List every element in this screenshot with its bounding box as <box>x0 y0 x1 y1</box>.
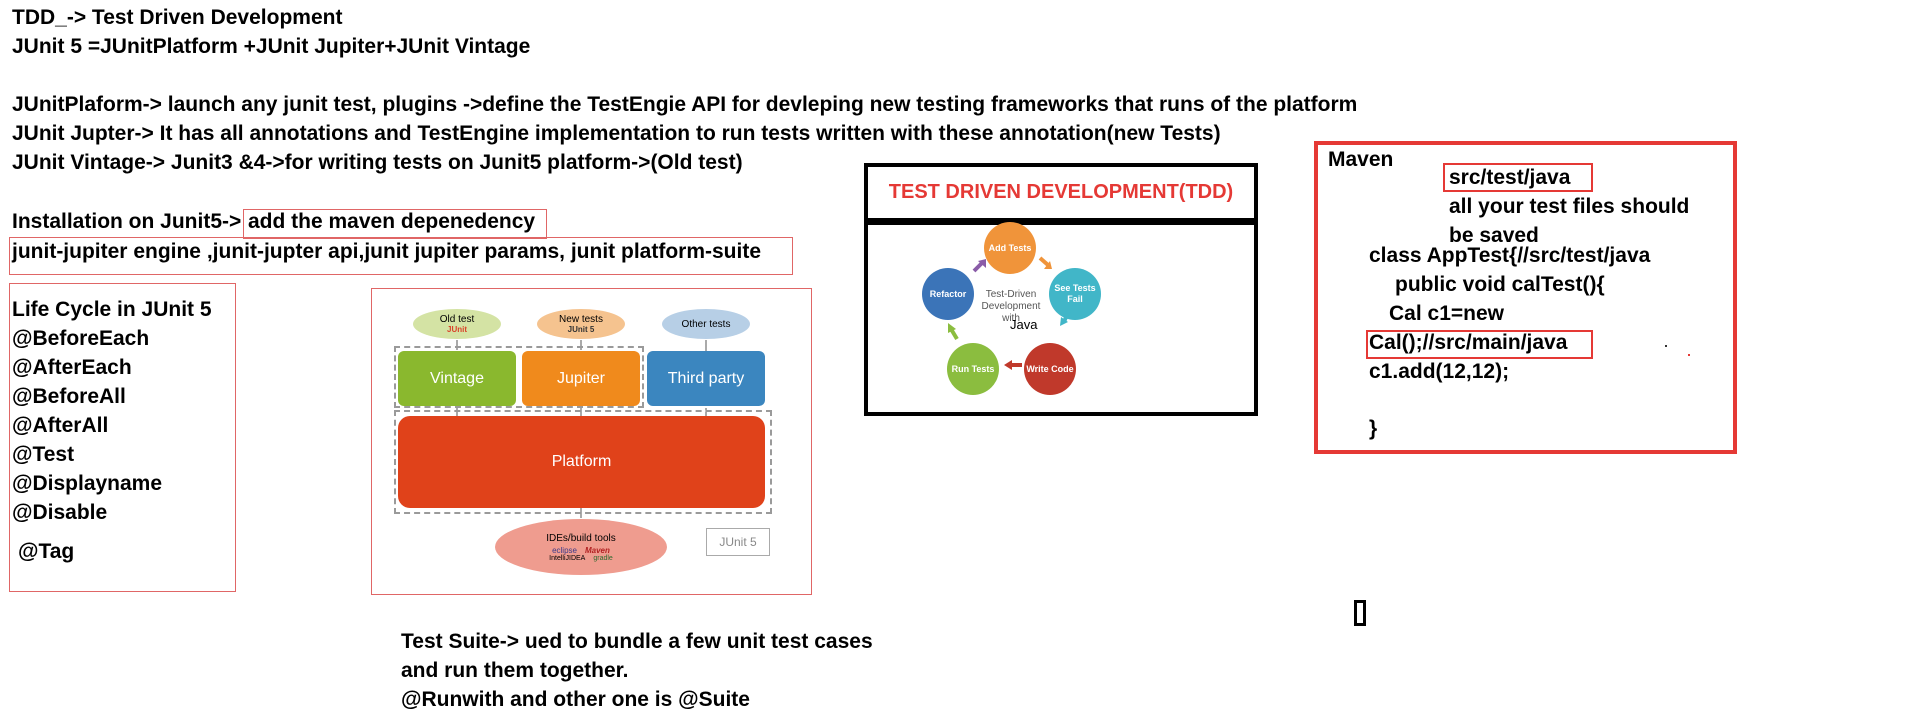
maven-box <box>1314 141 1737 454</box>
text-cursor-icon <box>1354 600 1366 626</box>
platform-block: Platform <box>398 416 765 508</box>
lifecycle-item: @AfterAll <box>12 414 109 437</box>
maven-path: src/test/java <box>1449 166 1571 189</box>
maven-code-1: class AppTest{//src/test/java <box>1369 244 1651 267</box>
maven-title: Maven <box>1328 148 1394 171</box>
lifecycle-item: @BeforeAll <box>12 385 126 408</box>
maven-code-2: public void calTest(){ <box>1395 273 1605 296</box>
stray-dot <box>1665 345 1667 347</box>
note-junit5: JUnit 5 =JUnitPlatform +JUnit Jupiter+JU… <box>12 35 531 58</box>
maven-code-3: Cal c1=new <box>1389 302 1504 325</box>
third-party-block: Third party <box>647 351 765 406</box>
install-prefix: Installation on Junit5-> <box>12 210 242 233</box>
ides-title: IDEs/build tools <box>546 532 616 544</box>
maven-code-6: } <box>1369 417 1378 440</box>
jupiter-block: Jupiter <box>522 351 640 406</box>
junit5-badge-label: JUnit 5 <box>719 535 757 549</box>
suite-line-2: and run them together. <box>401 659 629 682</box>
tdd-center-text: Test-Driven Development with <box>981 289 1041 324</box>
tdd-arrows <box>948 256 1073 370</box>
tdd-step-run: Run Tests <box>947 343 999 395</box>
other-tests-bubble: Other tests <box>662 309 750 339</box>
eclipse-logo: eclipse <box>552 545 577 555</box>
install-highlight-box <box>243 209 547 239</box>
stray-dot <box>1688 354 1690 356</box>
maven-cal-box <box>1366 330 1593 359</box>
maven-code-4: Cal();//src/main/java <box>1369 331 1568 354</box>
old-junit-logo: JUnit <box>447 325 467 334</box>
platform-dashed-group <box>394 410 772 514</box>
note-jupiter: JUnit Jupter-> It has all annotations an… <box>12 122 1221 145</box>
other-tests-label: Other tests <box>681 318 731 330</box>
maven-logo: Maven <box>584 545 610 555</box>
new-tests-bubble: New tests JUnit 5 <box>537 309 625 339</box>
tdd-step-add: Add Tests <box>984 222 1036 274</box>
ides-bubble: IDEs/build tools eclipse Maven IntelliJI… <box>495 519 667 575</box>
architecture-arrows <box>456 340 707 518</box>
lifecycle-item: @AfterEach <box>12 356 132 379</box>
junit5-badge: JUnit 5 <box>706 528 770 556</box>
architecture-box <box>371 288 812 595</box>
maven-code-5: c1.add(12,12); <box>1369 360 1510 383</box>
tdd-title: TEST DRIVEN DEVELOPMENT(TDD) <box>888 181 1234 203</box>
note-platform: JUnitPlaform-> launch any junit test, pl… <box>12 93 1358 116</box>
maven-path-box <box>1443 163 1593 192</box>
install-highlight: add the maven depenedency <box>248 210 536 233</box>
lifecycle-tag: @Tag <box>18 540 75 563</box>
lifecycle-item: @Displayname <box>12 472 163 495</box>
tdd-center-java: Java <box>1010 317 1038 332</box>
old-test-label: Old test <box>439 314 475 325</box>
new-tests-label: New tests <box>559 314 603 325</box>
lifecycle-item: @Disable <box>12 501 108 524</box>
lifecycle-item: @Test <box>12 443 75 466</box>
new-junit-logo: JUnit 5 <box>567 325 595 334</box>
install-deps: junit-jupiter engine ,junit-jupter api,j… <box>12 240 762 263</box>
install-deps-box <box>9 237 793 275</box>
lifecycle-box <box>9 283 236 592</box>
gradle-logo: gradle <box>593 554 613 562</box>
tdd-title-box: TEST DRIVEN DEVELOPMENT(TDD) <box>864 163 1258 222</box>
old-test-bubble: Old test JUnit <box>413 309 501 339</box>
tdd-step-fail: See Tests Fail <box>1049 268 1101 320</box>
tdd-step-refactor: Refactor <box>922 268 974 320</box>
vintage-block: Vintage <box>398 351 516 406</box>
lifecycle-item: @BeforeEach <box>12 327 150 350</box>
suite-line-1: Test Suite-> ued to bundle a few unit te… <box>401 630 873 653</box>
tdd-step-write: Write Code <box>1024 343 1076 395</box>
client-dashed-group <box>394 346 644 408</box>
note-vintage: JUnit Vintage-> Junit3 &4->for writing t… <box>12 151 743 174</box>
intellij-logo: IntelliJIDEA <box>549 554 586 562</box>
note-tdd: TDD_-> Test Driven Development <box>12 6 343 29</box>
maven-note-1: all your test files should <box>1449 195 1690 218</box>
suite-line-3: @Runwith and other one is @Suite <box>401 688 750 711</box>
tdd-cycle-box <box>864 221 1258 416</box>
lifecycle-title: Life Cycle in JUnit 5 <box>12 298 212 321</box>
maven-note-2: be saved <box>1449 224 1539 247</box>
